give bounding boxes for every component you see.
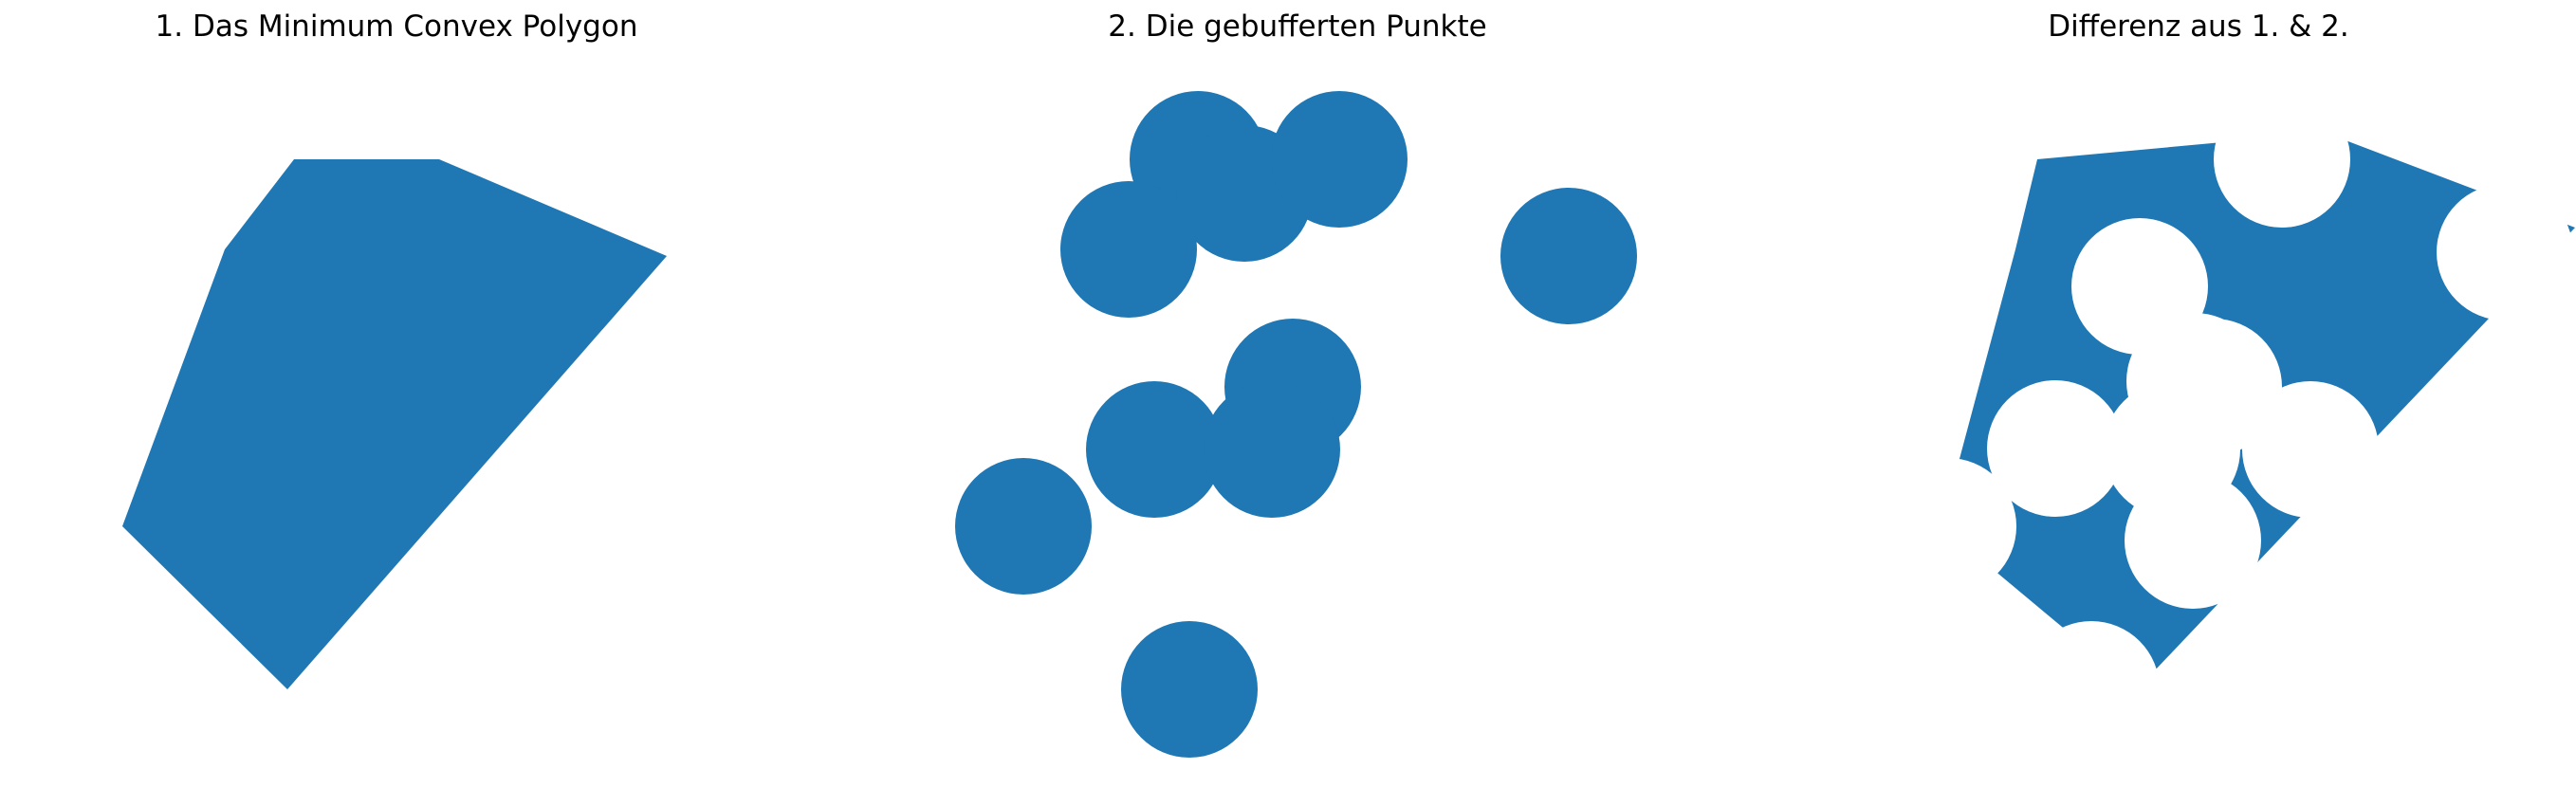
panel-2-buffered-points [955,91,1637,758]
buffer-circle [1271,91,1408,228]
buffer-circle [955,458,1092,595]
buffer-circle [1204,381,1340,518]
difference-polygon [1941,133,2575,689]
buffer-circle [1500,188,1637,324]
buffer-circle [1121,621,1258,758]
panel-3-title: Differenz aus 1. & 2. [2048,9,2349,44]
panel-1-title: 1. Das Minimum Convex Polygon [155,9,638,44]
buffer-circle [1060,181,1197,318]
convex-polygon [122,159,667,689]
buffer-circle [1086,381,1223,518]
panel-1-minimum-convex-polygon [122,159,667,689]
panel-3-difference [1941,133,2575,689]
panel-2-title: 2. Die gebufferten Punkte [1108,9,1487,44]
difference-edge-cut [1941,284,1957,569]
